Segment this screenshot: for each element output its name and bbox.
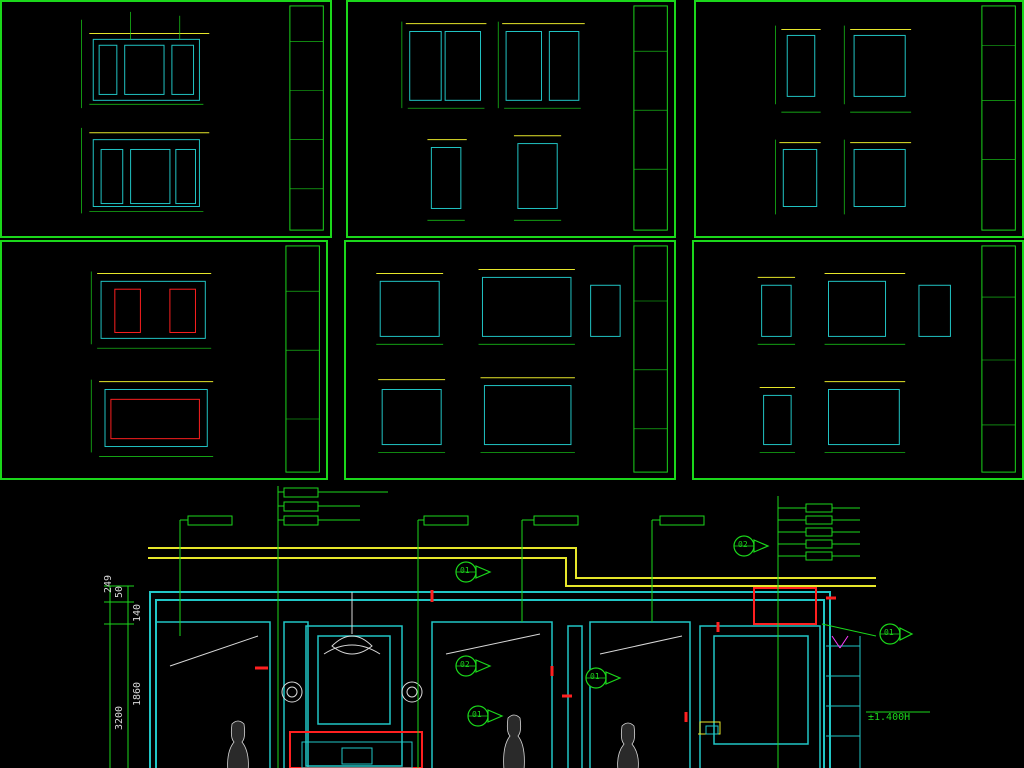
callout-label: 01: [590, 672, 600, 681]
sheet-2-elevations: [401, 5, 668, 231]
sheet-6-elevations: [757, 245, 1016, 473]
dimension-label: 140: [132, 603, 143, 622]
level-label: ±1.400H: [868, 712, 911, 723]
drawing-sheet-2[interactable]: [346, 0, 676, 238]
chandelier-icon: [323, 592, 381, 655]
dimension-label: 249: [103, 574, 114, 593]
sheet-5-elevations: [376, 245, 668, 473]
sheet-4-elevations: [90, 245, 320, 473]
drawing-sheet-1[interactable]: [0, 0, 332, 238]
drawing-sheet-5[interactable]: [344, 240, 676, 480]
callout-label: 02: [738, 540, 748, 549]
detail-elevation-drawing: [104, 486, 930, 768]
drawing-sheet-6[interactable]: [692, 240, 1024, 480]
callout-label: 01: [460, 566, 470, 575]
detail-elevation[interactable]: 50 249 140 1860 3200 ±1.400H 01 02 01 01…: [0, 486, 1024, 768]
callout-label: 01: [884, 628, 894, 637]
dimension-label: 50: [114, 585, 125, 598]
callout-label: 02: [460, 660, 470, 669]
dimension-label: 3200: [114, 705, 125, 730]
drawing-sheet-3[interactable]: [694, 0, 1024, 238]
callout-label: 01: [472, 710, 482, 719]
dimension-label: 1860: [132, 681, 143, 706]
sheet-3-elevations: [775, 5, 1016, 231]
human-figure-icon: [227, 714, 639, 768]
sheet-1-elevations: [81, 5, 324, 231]
drawing-sheet-4[interactable]: [0, 240, 328, 480]
